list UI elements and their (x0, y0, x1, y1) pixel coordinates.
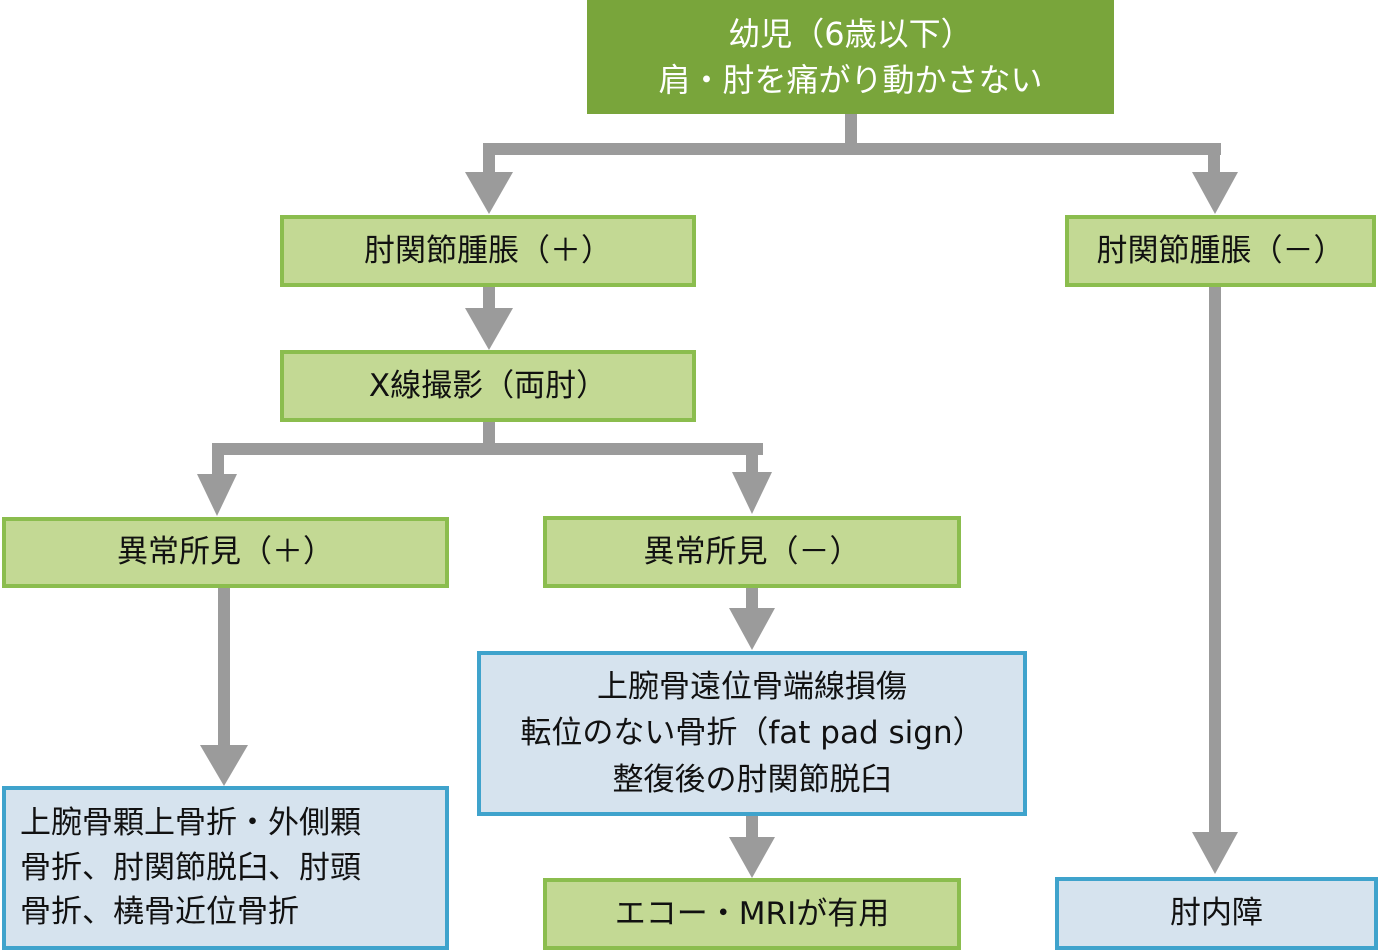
node-root-label: 幼児（6歳以下） 肩・肘を痛がり動かさない (658, 14, 1043, 99)
connector-xray-left-drop (212, 443, 224, 475)
arrow-to-diagnosis-negative (729, 608, 775, 650)
node-pulled-elbow: 肘内障 (1055, 877, 1378, 950)
node-elbow-swelling-negative-label: 肘関節腫脹（－） (1096, 232, 1345, 269)
arrow-to-swelling-negative (1192, 172, 1238, 214)
node-diagnosis-fractures-dislocation: 上腕骨顆上骨折・外側顆 骨折、肘関節脱臼、肘頭 骨折、橈骨近位骨折 (2, 786, 449, 950)
connector-swelling-xray (483, 286, 495, 310)
connector-right-drop (1208, 143, 1220, 173)
node-diagnosis-occult-injuries: 上腕骨遠位骨端線損傷 転位のない骨折（fat pad sign） 整復後の肘関節… (477, 651, 1027, 816)
node-root-infant-shoulder-elbow-pain: 幼児（6歳以下） 肩・肘を痛がり動かさない (587, 0, 1114, 114)
connector-swelling-negative-pulled (1209, 286, 1221, 834)
node-abnormal-finding-negative: 異常所見（－） (543, 516, 961, 588)
connector-xray-stem (483, 421, 495, 447)
node-elbow-swelling-positive: 肘関節腫脹（＋） (280, 215, 696, 287)
node-echo-mri-useful: エコー・MRIが有用 (543, 878, 961, 950)
arrow-to-xray (465, 308, 513, 350)
connector-xray-horizontal (212, 443, 763, 455)
connector-abnormal-positive-diagnosis (218, 588, 230, 748)
arrow-to-abnormal-positive (197, 474, 237, 516)
node-elbow-swelling-positive-label: 肘関節腫脹（＋） (364, 232, 612, 269)
node-xray-both-elbows-label: X線撮影（両肘） (368, 367, 608, 404)
connector-root-stem (845, 113, 857, 145)
connector-abnormal-negative-diagnosis (746, 588, 758, 610)
connector-left-drop (483, 143, 495, 173)
arrow-to-swelling-positive (465, 172, 513, 214)
node-diagnosis-fractures-dislocation-label: 上腕骨顆上骨折・外側顆 骨折、肘関節脱臼、肘頭 骨折、橈骨近位骨折 (20, 804, 361, 931)
connector-root-horizontal (483, 143, 1221, 155)
connector-xray-right-drop (746, 443, 758, 475)
node-abnormal-finding-positive: 異常所見（＋） (2, 517, 449, 588)
node-xray-both-elbows: X線撮影（両肘） (280, 350, 696, 422)
connector-diagnosis-imaging (746, 815, 758, 839)
arrow-to-pulled-elbow (1192, 832, 1238, 874)
arrow-to-abnormal-negative (732, 472, 772, 514)
node-abnormal-finding-negative-label: 異常所見（－） (643, 533, 861, 570)
node-abnormal-finding-positive-label: 異常所見（＋） (117, 534, 334, 571)
node-pulled-elbow-label: 肘内障 (1170, 895, 1263, 932)
arrow-to-imaging-useful (729, 837, 775, 878)
node-elbow-swelling-negative: 肘関節腫脹（－） (1065, 215, 1376, 287)
node-echo-mri-useful-label: エコー・MRIが有用 (614, 895, 890, 932)
arrow-to-diagnosis-positive (200, 745, 248, 786)
node-diagnosis-occult-injuries-label: 上腕骨遠位骨端線損傷 転位のない骨折（fat pad sign） 整復後の肘関節… (520, 668, 984, 798)
